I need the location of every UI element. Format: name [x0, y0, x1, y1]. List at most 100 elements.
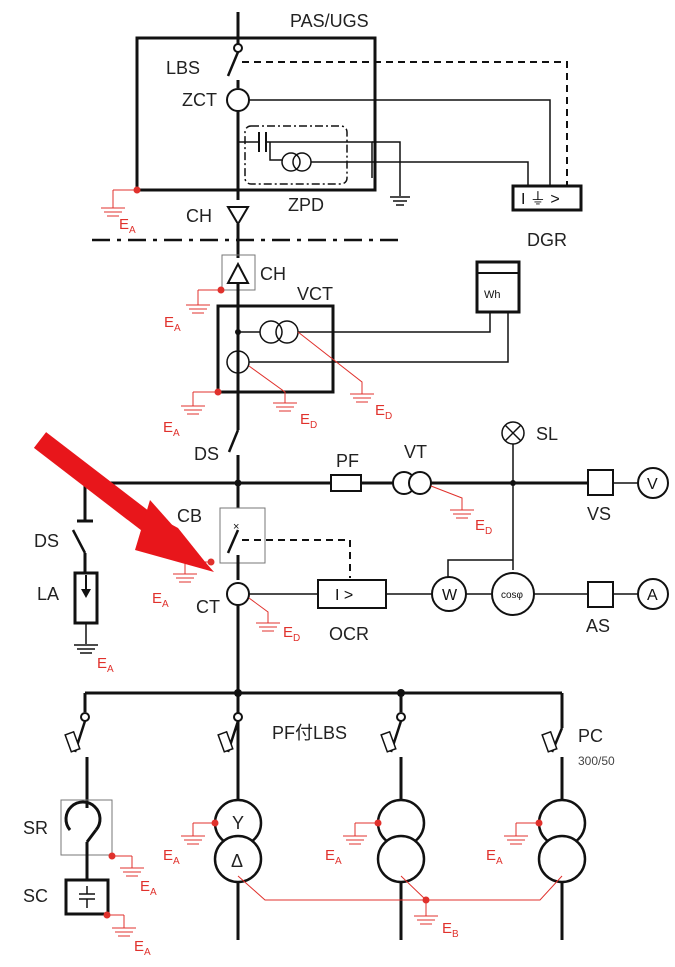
as-label: AS: [586, 616, 610, 636]
pf-fuse-symbol: [330, 474, 362, 492]
vct-box: [216, 304, 335, 394]
pas-ugs-box: [135, 36, 377, 192]
tr1-earth-label: EA: [163, 847, 180, 867]
vct-ct-earth-label: ED: [300, 411, 317, 431]
wh-meter-label: Wh: [484, 289, 501, 301]
pf-label: PF: [336, 451, 359, 471]
la-label: LA: [37, 584, 59, 604]
zpd-transformer: [281, 152, 301, 172]
zct-symbol: [226, 88, 250, 112]
ch-ground-dot: [217, 286, 225, 294]
dgr-symbol: I ⏚ >: [521, 190, 560, 208]
vs-label: VS: [587, 504, 611, 524]
pas-ground-dot: [133, 186, 141, 194]
ocr-box: [317, 579, 387, 609]
pc-label: PC: [578, 726, 603, 746]
b-earth-wire: [237, 875, 563, 901]
svg-text:×: ×: [233, 521, 239, 533]
ch-mid-label: CH: [260, 264, 286, 284]
feeder-1-lbs: [64, 712, 90, 753]
zct-label: ZCT: [182, 90, 217, 110]
vct-ct-ground-icon: [273, 402, 297, 412]
ds-main-blade: [227, 429, 240, 453]
vct-label: VCT: [297, 284, 333, 304]
vs-switch-symbol: [587, 469, 614, 496]
vct-wh-wire-1: [298, 312, 491, 333]
ocr-symbol: I >: [335, 587, 353, 604]
a-meter-icon: [637, 578, 669, 610]
cb-blade: [226, 529, 240, 554]
feeder-2-lbs: [217, 712, 243, 753]
pas-ground-icon: [101, 207, 125, 217]
tr2-ground-icon: [343, 835, 367, 845]
cb-earth-label: EA: [152, 590, 169, 610]
feeder-4-lbs: [541, 727, 564, 753]
la-ground-icon: [74, 644, 98, 654]
cb-box: [219, 507, 266, 564]
vt-ground-icon: [450, 509, 474, 519]
lbs-label: LBS: [166, 58, 200, 78]
cb-ocr-link: [242, 539, 351, 578]
sr-ground-dot: [108, 852, 116, 860]
v-meter-icon: [637, 467, 669, 499]
sc-ground-icon: [112, 927, 136, 937]
sr-label: SR: [23, 818, 48, 838]
tr1-wye-label: Y: [232, 813, 244, 833]
b-earth-ground-icon: [414, 915, 438, 925]
vct-vt-symbol: [259, 320, 283, 344]
sr-earth-label: EA: [140, 878, 157, 898]
lbs-dgr-link: [242, 61, 568, 186]
vct-wh-wire-2: [249, 312, 509, 363]
ch-mid-symbol: [226, 261, 250, 284]
zpd-ground-icon: [390, 196, 410, 206]
tr1-ground-dot: [211, 819, 219, 827]
lbs-contact: [233, 43, 243, 53]
vct-earth-label: EA: [163, 419, 180, 439]
zpd-box: [244, 125, 348, 185]
lbs-blade: [226, 51, 240, 77]
v-meter-label: V: [647, 476, 658, 493]
sc-earth-label: EA: [134, 938, 151, 958]
dgr-box: [511, 184, 583, 212]
sc-capacitor-box: [64, 878, 110, 916]
tr3-ground-dot: [535, 819, 543, 827]
ct-ground-icon: [256, 622, 280, 632]
vct-vt-earth-label: ED: [375, 402, 392, 422]
ocr-label: OCR: [329, 624, 369, 644]
wh-meter-box: [475, 260, 521, 314]
tr1-delta-label: Δ: [231, 851, 243, 871]
dgr-label: DGR: [527, 230, 567, 250]
tr2-ground-dot: [374, 819, 382, 827]
ch-earth-label: EA: [164, 314, 181, 334]
sc-ground-dot: [103, 911, 111, 919]
red-pointer-arrow: [33, 432, 214, 572]
tr3-secondary-winding: [537, 834, 587, 884]
vct-ground-dot: [214, 388, 222, 396]
tr2-earth-label: EA: [325, 847, 342, 867]
feeder-3-lbs: [380, 712, 406, 753]
a-meter-label: A: [647, 587, 658, 604]
pas-ugs-label: PAS/UGS: [290, 11, 369, 31]
ch-top-label: CH: [186, 206, 212, 226]
vct-ground-icon: [181, 405, 205, 415]
ct-symbol: [226, 582, 250, 606]
ct-label: CT: [196, 597, 220, 617]
pc-rating-label: 300/50: [578, 754, 615, 768]
tr2-secondary-winding: [376, 834, 426, 884]
cb-ground-icon: [173, 573, 197, 583]
ct-earth-label: ED: [283, 624, 300, 644]
zpd-label: ZPD: [288, 195, 324, 215]
w-meter-label: W: [442, 587, 458, 604]
cb-label: CB: [177, 506, 202, 526]
sr-reactor-symbol: [64, 800, 102, 831]
sr-ground-icon: [120, 867, 144, 877]
la-earth-label: EA: [97, 655, 114, 675]
ch-ground-icon: [186, 304, 210, 314]
cb-ground-dot: [207, 558, 215, 566]
tr3-ground-icon: [504, 835, 528, 845]
sc-label: SC: [23, 886, 48, 906]
b-earth-label: EB: [442, 920, 459, 940]
cos-meter-label: cosφ: [501, 590, 524, 601]
as-switch-symbol: [587, 581, 614, 608]
